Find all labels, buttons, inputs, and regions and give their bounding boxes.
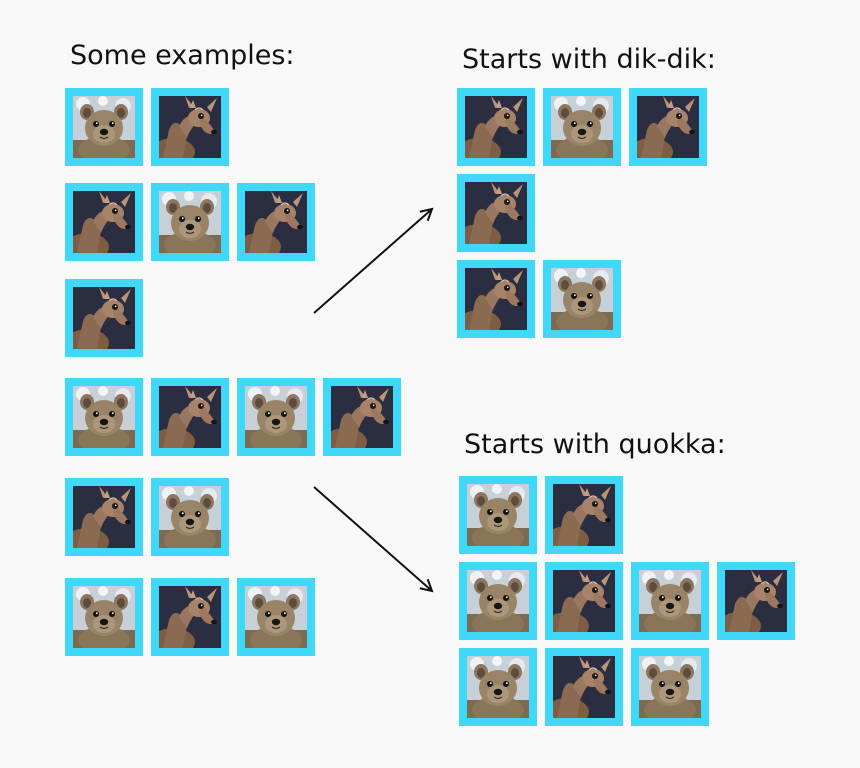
dikdik-picture bbox=[465, 182, 527, 244]
quokka-tile bbox=[65, 378, 143, 456]
dikdik-tile bbox=[65, 183, 143, 261]
quokka-picture bbox=[639, 656, 701, 718]
dikdik-tile bbox=[151, 578, 229, 656]
dikdik-tile bbox=[151, 378, 229, 456]
starts-with-dikdik-heading: Starts with dik-dik: bbox=[462, 44, 716, 75]
quokka-tile bbox=[543, 88, 621, 166]
dikdik-tile bbox=[629, 88, 707, 166]
dikdik-tile bbox=[65, 279, 143, 357]
starts-with-quokka-heading: Starts with quokka: bbox=[464, 429, 726, 460]
dikdik-picture bbox=[73, 191, 135, 253]
dikdik-picture bbox=[553, 570, 615, 632]
dikdik-tile bbox=[237, 183, 315, 261]
quokka-tile bbox=[237, 378, 315, 456]
quokka-picture bbox=[467, 656, 529, 718]
dikdik-tile bbox=[457, 88, 535, 166]
quokka-picture bbox=[73, 96, 135, 158]
quokka-picture bbox=[245, 586, 307, 648]
quokka-picture bbox=[73, 386, 135, 448]
dikdik-picture bbox=[245, 191, 307, 253]
dikdik-tile bbox=[457, 174, 535, 252]
quokka-picture bbox=[73, 586, 135, 648]
dikdik-picture bbox=[73, 287, 135, 349]
arrow-to-quokka bbox=[313, 486, 432, 591]
quokka-tile bbox=[151, 183, 229, 261]
quokka-tile bbox=[237, 578, 315, 656]
quokka-picture bbox=[551, 268, 613, 330]
quokka-tile bbox=[459, 476, 537, 554]
quokka-picture bbox=[551, 96, 613, 158]
dikdik-picture bbox=[637, 96, 699, 158]
dikdik-tile bbox=[65, 478, 143, 556]
dikdik-tile bbox=[545, 648, 623, 726]
examples-heading: Some examples: bbox=[70, 40, 295, 71]
dikdik-picture bbox=[465, 96, 527, 158]
dikdik-picture bbox=[331, 386, 393, 448]
dikdik-picture bbox=[159, 96, 221, 158]
quokka-picture bbox=[159, 191, 221, 253]
quokka-tile bbox=[65, 578, 143, 656]
dikdik-picture bbox=[725, 570, 787, 632]
quokka-tile bbox=[631, 648, 709, 726]
quokka-picture bbox=[639, 570, 701, 632]
dikdik-picture bbox=[159, 586, 221, 648]
arrow-to-dikdik bbox=[313, 209, 432, 314]
quokka-picture bbox=[245, 386, 307, 448]
dikdik-tile bbox=[545, 562, 623, 640]
dikdik-picture bbox=[73, 486, 135, 548]
quokka-tile bbox=[631, 562, 709, 640]
dikdik-picture bbox=[159, 386, 221, 448]
dikdik-tile bbox=[323, 378, 401, 456]
quokka-picture bbox=[467, 570, 529, 632]
quokka-tile bbox=[543, 260, 621, 338]
dikdik-tile bbox=[457, 260, 535, 338]
dikdik-tile bbox=[717, 562, 795, 640]
dikdik-picture bbox=[553, 656, 615, 718]
dikdik-tile bbox=[151, 88, 229, 166]
dikdik-tile bbox=[545, 476, 623, 554]
quokka-picture bbox=[467, 484, 529, 546]
dikdik-picture bbox=[553, 484, 615, 546]
dikdik-picture bbox=[465, 268, 527, 330]
quokka-tile bbox=[459, 648, 537, 726]
quokka-tile bbox=[459, 562, 537, 640]
quokka-tile bbox=[151, 478, 229, 556]
quokka-picture bbox=[159, 486, 221, 548]
quokka-tile bbox=[65, 88, 143, 166]
